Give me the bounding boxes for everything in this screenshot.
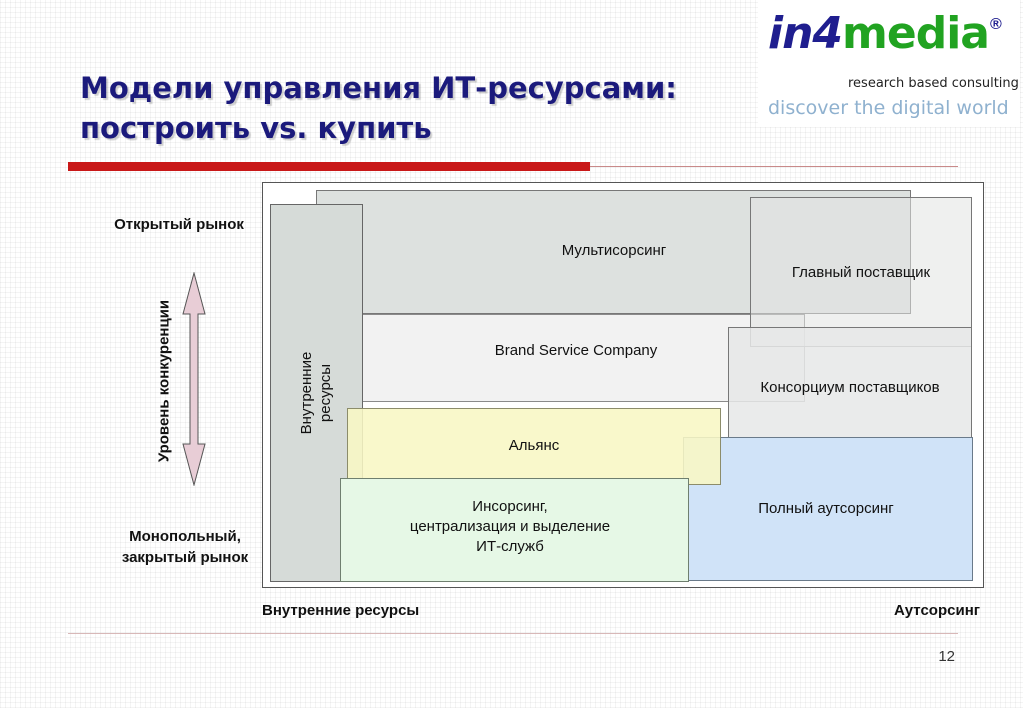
consortium-label: Консорциум поставщиков <box>760 379 940 396</box>
slide-title: Модели управления ИТ-ресурсами: построит… <box>80 68 760 148</box>
closed-market-label: Монопольный, закрытый рынок <box>100 526 270 568</box>
title-underline-thin <box>590 166 958 167</box>
slide-title-line-1: Модели управления ИТ-ресурсами: <box>80 71 677 105</box>
slide-title-line-2: построить vs. купить <box>80 111 432 145</box>
closed-market-line-1: Монопольный, <box>129 528 241 545</box>
registered-mark: ® <box>990 16 1002 33</box>
footer-divider <box>68 633 958 634</box>
alliance-label: Альянс <box>508 437 560 454</box>
logo-subtitle: research based consulting <box>848 76 1019 91</box>
logo-wordmark: in4media <box>768 8 990 59</box>
open-market-label: Открытый рынок <box>114 216 244 233</box>
logo-tagline: discover the digital world <box>768 97 1009 119</box>
consortium-region <box>728 327 972 451</box>
insourcing-label-line-2: централизация и выделение <box>409 518 611 535</box>
insourcing-label: Инсорсинг, централизация и выделение ИТ-… <box>360 497 660 557</box>
inhouse-label-line-1: Внутренние <box>298 351 315 435</box>
inhouse-label-line-2: ресурсы <box>317 363 334 423</box>
closed-market-line-2: закрытый рынок <box>121 549 249 566</box>
competition-level-label: Уровень конкуренции <box>155 299 173 463</box>
full-outsourcing-region <box>683 437 973 581</box>
insourcing-region <box>340 478 689 582</box>
logo-in4: in4 <box>768 8 843 59</box>
full-outsourcing-label: Полный аутсорсинг <box>758 500 894 517</box>
title-underline-red <box>68 162 590 171</box>
insourcing-label-line-3: ИТ-служб <box>476 538 544 555</box>
outsourcing-axis-label: Аутсорсинг <box>893 602 980 619</box>
page-number: 12 <box>938 648 955 665</box>
main-supplier-label: Главный поставщик <box>791 264 931 281</box>
alliance-region <box>347 408 721 485</box>
company-logo: in4media ® research based consulting dis… <box>758 0 1020 127</box>
main-supplier-region <box>750 197 972 347</box>
brand-service-region <box>316 314 805 402</box>
inhouse-axis-label: Внутренние ресурсы <box>262 602 420 619</box>
double-arrow-icon <box>182 272 206 486</box>
brand-service-label: Brand Service Company <box>494 342 658 359</box>
multisourcing-label: Мультисорсинг <box>561 242 667 259</box>
logo-media: media <box>842 8 990 59</box>
insourcing-label-line-1: Инсорсинг, <box>472 498 548 515</box>
inhouse-resources-label: Внутренние ресурсы <box>297 293 335 493</box>
